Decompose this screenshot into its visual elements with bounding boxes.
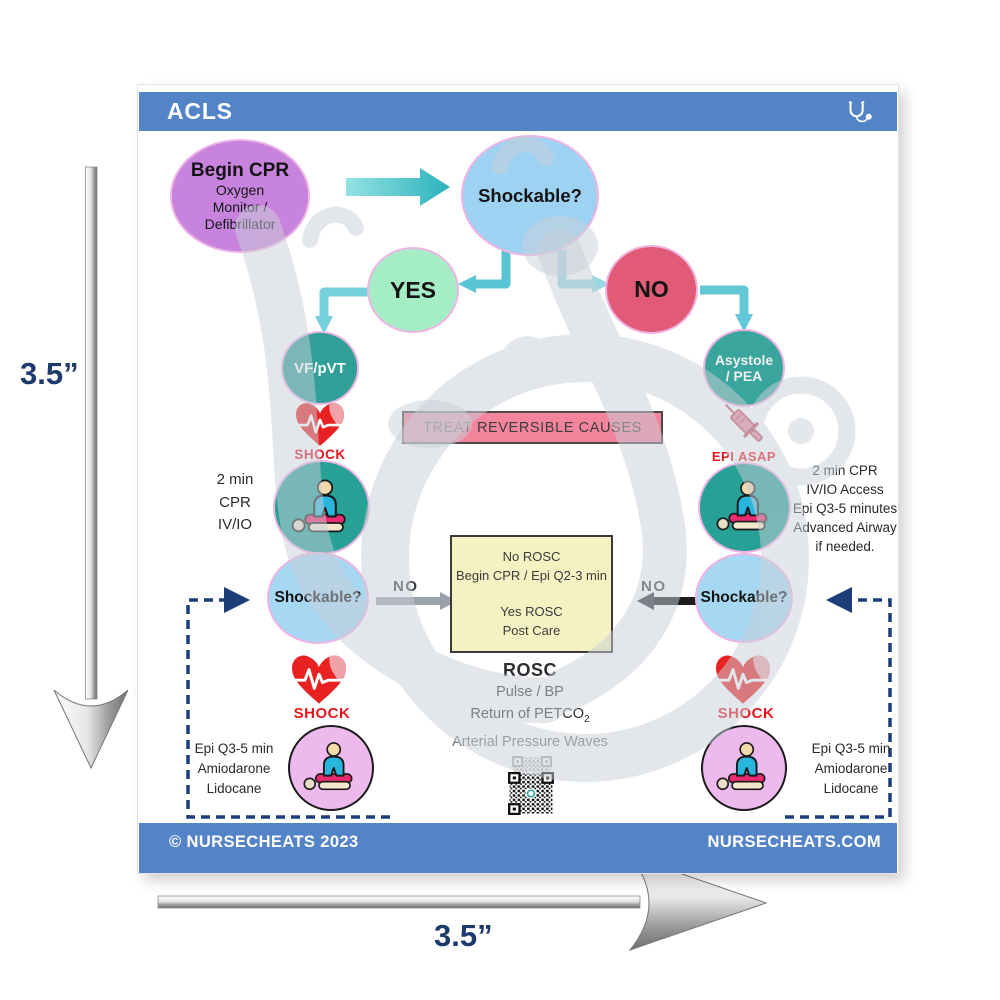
epi-asap-label: EPI ASAP	[711, 449, 777, 464]
left-cycle-line2: CPR	[219, 493, 251, 511]
node-no: NO	[605, 245, 698, 334]
shockable-to-yes-arrow	[476, 250, 511, 289]
cpr-circle-pink-left	[288, 725, 374, 811]
shock-label: SHOCK	[294, 447, 346, 462]
right-cycle-line2: IV/IO Access	[806, 482, 884, 497]
shock-label: SHOCK	[293, 705, 351, 722]
shockable-to-no-arrow	[557, 250, 592, 289]
cpr-icon	[301, 740, 361, 796]
asystole-line1: Asystole	[714, 352, 774, 368]
no-to-asystole-arrow	[700, 285, 749, 314]
rosc-box-line4: Post Care	[502, 623, 561, 638]
right-cycle-line1: 2 min CPR	[812, 463, 878, 478]
node-shockable-right: Shockable?	[695, 553, 793, 643]
card-title: ACLS	[167, 98, 233, 124]
rosc-box-line2: Begin CPR / Epi Q2-3 min	[455, 568, 607, 583]
rosc-line3: Arterial Pressure Waves	[452, 733, 608, 750]
rosc-summary: ROSC Pulse / BP Return of PETCO2 Arteria…	[410, 660, 650, 753]
qr-code-faint	[512, 756, 552, 772]
right-feedback-loop-dashed	[785, 598, 892, 819]
rosc-box-spacer	[452, 585, 611, 602]
asystole-line2: / PEA	[725, 368, 763, 384]
node-yes: YES	[367, 247, 459, 333]
website-text: NURSECHEATS.COM	[707, 833, 881, 851]
begin-cpr-line2: Monitor /	[212, 198, 268, 215]
horizontal-arrow-shaft	[157, 895, 641, 909]
rosc-title: ROSC	[502, 660, 557, 680]
cpr-circle-left	[273, 460, 370, 555]
stethoscope-icon	[848, 100, 872, 123]
no-branch-label-left: NO	[393, 578, 419, 595]
qr-code	[508, 772, 554, 815]
right-loop-arrowhead-icon	[826, 587, 852, 613]
rosc-line1: Pulse / BP	[496, 684, 564, 700]
node-begin-cpr: Begin CPR Oxygen Monitor / Defibrillator	[170, 139, 310, 253]
cpr-icon	[714, 479, 776, 536]
right-cycle-line4: Advanced Airway	[793, 520, 897, 535]
meds-line3: Lidocane	[823, 781, 879, 796]
shock-label: SHOCK	[717, 705, 775, 722]
meds-line3: Lidocane	[206, 781, 262, 796]
treat-reversible-causes-banner: TREAT REVERSIBLE CAUSES	[402, 411, 663, 444]
epinephrine-syringe-icon	[716, 396, 772, 450]
copyright-text: © NURSECHEATS 2023	[169, 833, 359, 851]
card-header: ACLS	[139, 92, 897, 131]
no-branch-label-right: NO	[641, 578, 667, 595]
no-to-asystole-arrowhead-icon	[735, 314, 753, 332]
meds-line1: Epi Q3-5 min	[811, 741, 891, 756]
left-cycle-text: 2 min CPR IV/IO	[185, 469, 285, 537]
vertical-arrow-shaft	[85, 166, 98, 700]
node-shockable-left: Shockable?	[267, 552, 369, 644]
rosc-box-line1: No ROSC	[502, 549, 561, 564]
vertical-arrowhead-icon	[53, 689, 129, 770]
yes-to-vfpvt-arrow	[319, 287, 372, 316]
shockable-to-yes-arrowhead-icon	[458, 275, 476, 293]
node-shockable-top: Shockable?	[461, 135, 599, 256]
meds-line1: Epi Q3-5 min	[194, 741, 274, 756]
meds-text-right: Epi Q3-5 min Amiodarone Lidocane	[792, 739, 910, 799]
shock-heart-icon	[289, 652, 349, 706]
right-cycle-line3: Epi Q3-5 minutes	[792, 501, 898, 516]
meds-line2: Amiodarone	[814, 761, 888, 776]
right-cycle-text: 2 min CPR IV/IO Access Epi Q3-5 minutes …	[778, 461, 912, 556]
width-dimension-label: 3.5”	[434, 918, 493, 953]
begin-cpr-title: Begin CPR	[190, 159, 290, 181]
begin-to-shockable-arrow-icon	[346, 168, 450, 206]
shock-heart-icon	[293, 400, 347, 448]
cpr-icon	[289, 478, 355, 538]
right-cycle-line5: if needed.	[815, 539, 875, 554]
shock-heart-icon	[713, 652, 773, 706]
rosc-box-line3: Yes ROSC	[500, 604, 563, 619]
height-dimension-label: 3.5”	[20, 356, 79, 391]
cpr-icon	[714, 740, 774, 796]
meds-line2: Amiodarone	[197, 761, 271, 776]
begin-cpr-line3: Defibrillator	[204, 215, 276, 232]
left-cycle-line1: 2 min	[216, 471, 254, 488]
left-feedback-loop-dashed	[186, 598, 390, 819]
cpr-circle-pink-right	[701, 725, 787, 811]
card-footer: © NURSECHEATS 2023 NURSECHEATS.COM	[139, 823, 897, 873]
meds-text-left: Epi Q3-5 min Amiodarone Lidocane	[172, 739, 296, 799]
node-vf-pvt: VF/pVT	[281, 331, 359, 405]
rosc-decision-box: No ROSC Begin CPR / Epi Q2-3 min Yes ROS…	[450, 535, 613, 653]
begin-cpr-line1: Oxygen	[215, 181, 265, 198]
left-loop-arrowhead-icon	[224, 587, 250, 613]
left-cycle-line3: IV/IO	[217, 516, 253, 533]
rosc-line2: Return of PETCO2	[470, 706, 590, 725]
